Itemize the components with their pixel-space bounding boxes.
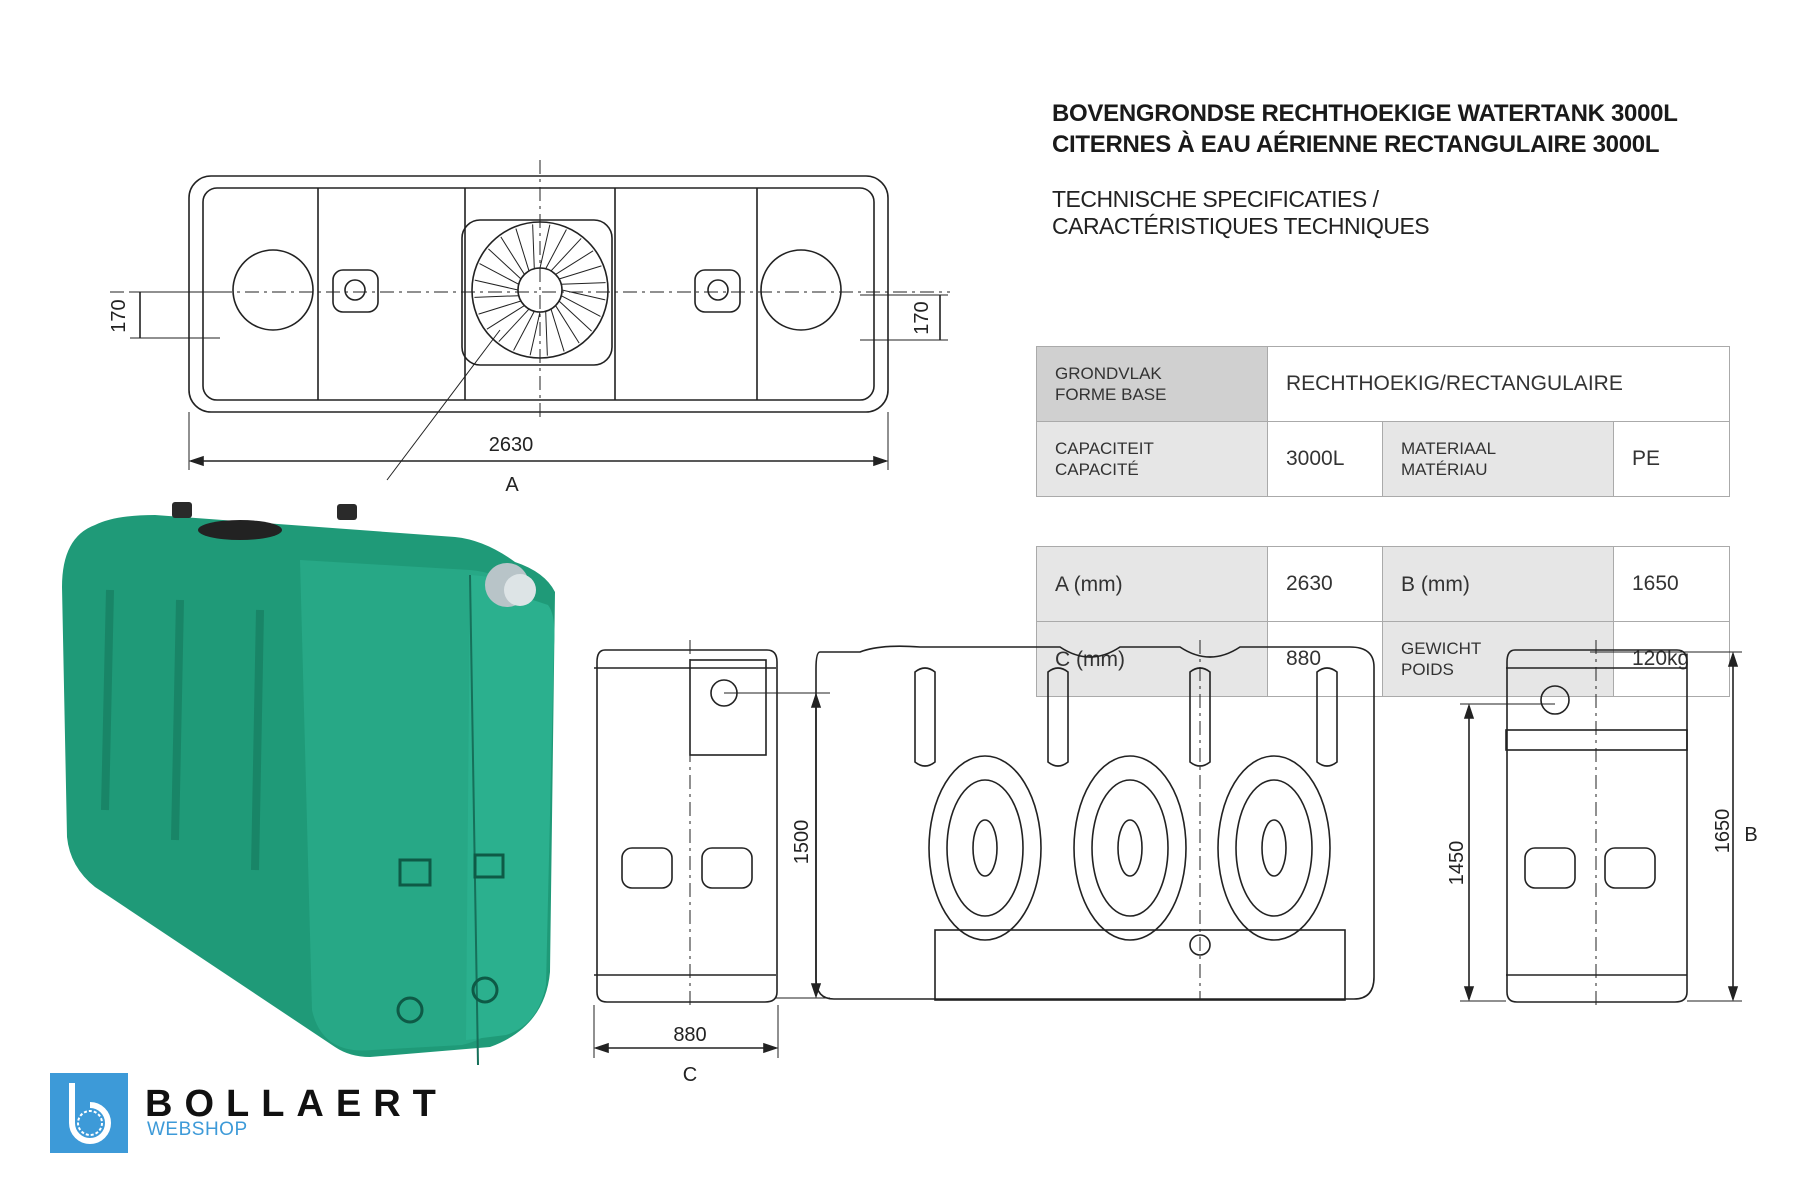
dim-170-right: 170 <box>911 301 933 334</box>
front-view-drawing <box>815 640 1375 1001</box>
fan-blade <box>500 236 525 275</box>
fan-blade <box>529 311 541 356</box>
bollaert-logo-icon <box>50 1073 128 1153</box>
weight-value: 120kg <box>1613 621 1730 697</box>
dim-1450: 1450 <box>1446 841 1468 886</box>
end-view-drawing <box>1460 640 1742 1010</box>
top-view-drawing <box>110 160 950 481</box>
dim-letter-c: C <box>683 1064 697 1086</box>
material-value: PE <box>1613 421 1730 497</box>
fan-blade <box>474 279 519 291</box>
fan-blade <box>478 300 522 315</box>
tank-photo <box>62 502 555 1066</box>
fan-blade <box>479 263 519 285</box>
fan-blade <box>498 308 530 342</box>
fan-blade <box>561 289 606 301</box>
fan-blade <box>558 265 602 280</box>
fan-blade <box>545 229 567 269</box>
section-heading-fr: CARACTÉRISTIQUES TECHNIQUES <box>1052 213 1430 239</box>
section-heading-nl: TECHNISCHE SPECIFICATIES / <box>1052 186 1379 212</box>
c-label: C (mm) <box>1036 621 1268 697</box>
fan-icon <box>474 224 606 356</box>
dim-letter-a: A <box>505 474 519 496</box>
dim-880: 880 <box>673 1024 706 1046</box>
fan-blade <box>545 311 548 356</box>
fan-blade <box>561 295 601 317</box>
title-nl: BOVENGRONDSE RECHTHOEKIGE WATERTANK 3000… <box>1052 100 1678 127</box>
dim-1650: 1650 <box>1712 809 1734 854</box>
fan-blade <box>555 305 580 344</box>
b-label: B (mm) <box>1382 546 1614 622</box>
b-value: 1650 <box>1613 546 1730 622</box>
table-row: A (mm) 2630 B (mm) 1650 <box>1036 546 1730 622</box>
dim-170-left: 170 <box>108 299 130 332</box>
fan-blade <box>550 308 565 352</box>
shape-value: RECHTHOEKIG/RECTANGULAIRE <box>1267 346 1730 422</box>
fan-blade <box>515 228 530 272</box>
dim-length: 2630 <box>489 434 534 456</box>
title-fr: CITERNES À EAU AÉRIENNE RECTANGULAIRE 30… <box>1052 131 1660 158</box>
fan-blade <box>532 224 535 269</box>
fan-blade <box>513 311 535 351</box>
brand-name: BOLLAERT <box>145 1083 448 1125</box>
capacity-value: 3000L <box>1267 421 1383 497</box>
brand-sub: WEBSHOP <box>147 1119 248 1140</box>
dimension-table: A (mm) 2630 B (mm) 1650 C (mm) 880 GEWIC… <box>1036 546 1730 697</box>
fan-blade <box>561 282 606 285</box>
dim-letter-b: B <box>1744 824 1757 846</box>
fan-blade <box>555 250 594 275</box>
fan-blade <box>539 224 551 269</box>
dim-1500: 1500 <box>791 820 813 865</box>
fan-blade <box>488 248 522 280</box>
fan-blade <box>550 238 582 272</box>
fan-blade <box>474 295 519 298</box>
fan-blade <box>486 305 525 330</box>
fan-blade <box>558 300 592 332</box>
